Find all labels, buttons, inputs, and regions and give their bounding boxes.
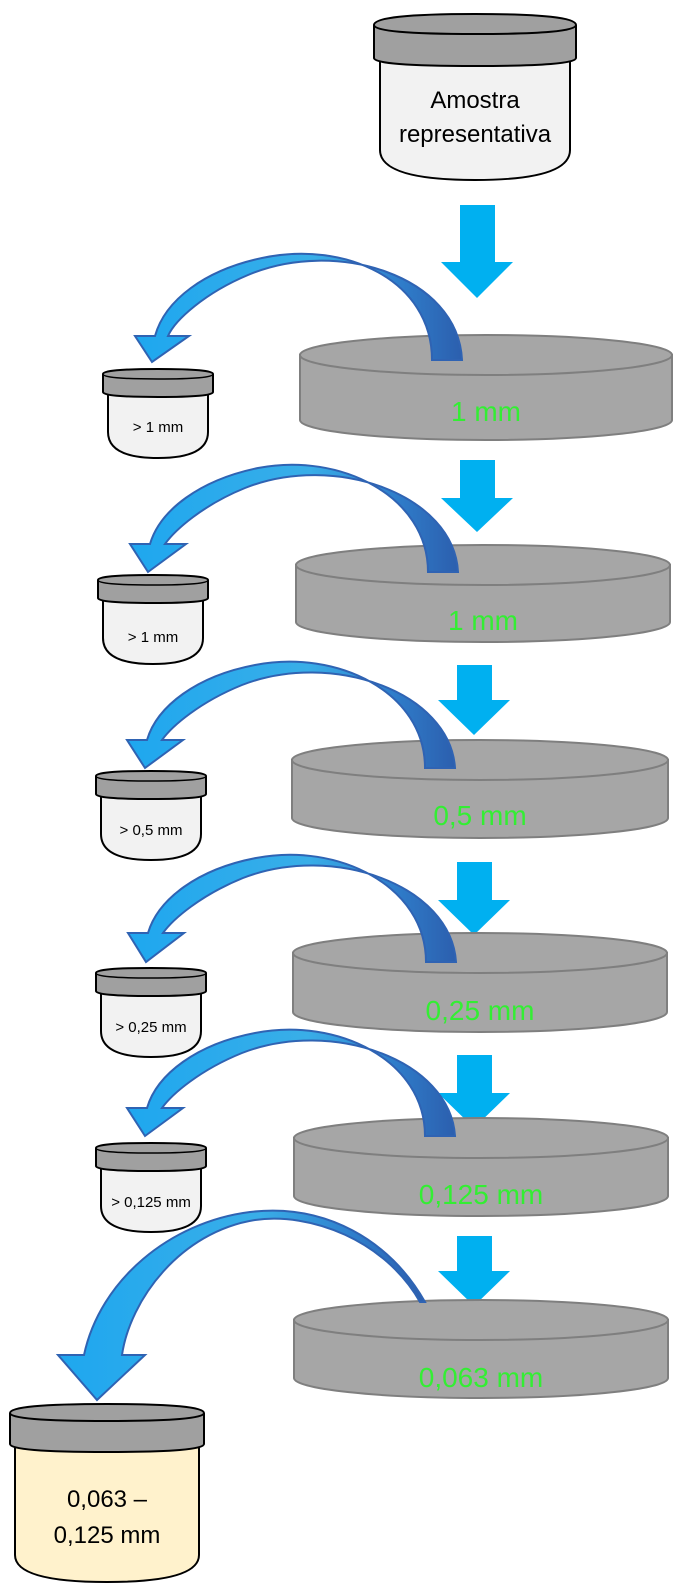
- sieve-step-3: 0,5 mm > 0,5 mm: [95, 660, 669, 935]
- final-jar-label-line2: 0,125 mm: [54, 1522, 161, 1549]
- retained-jar-1-label: > 1 mm: [133, 419, 183, 436]
- retained-jar-4: > 0,25 mm: [95, 966, 207, 1059]
- down-arrow-icon: [438, 665, 510, 735]
- sieve-step-5: 0,125 mm > 0,125 mm: [95, 1028, 669, 1306]
- sieve-3-label: 0,5 mm: [433, 800, 526, 831]
- retained-jar-5-label: > 0,125 mm: [111, 1194, 191, 1211]
- sieve-1: 1 mm: [299, 334, 673, 441]
- sieve-5-label: 0,125 mm: [419, 1179, 544, 1210]
- final-jar-label-line1: 0,063 –: [67, 1486, 148, 1513]
- sieve-2: 1 mm: [295, 544, 671, 643]
- sieve-6: 0,063 mm: [293, 1299, 669, 1399]
- sieve-step-1: 1 mm > 1 mm: [102, 252, 673, 532]
- down-arrow-icon: [438, 1055, 510, 1128]
- source-jar-label-line1: Amostra: [430, 87, 520, 114]
- sieve-4: 0,25 mm: [292, 932, 668, 1033]
- sieve-5: 0,125 mm: [293, 1117, 669, 1217]
- sieve-1-label: 1 mm: [451, 396, 521, 427]
- final-fraction-jar: 0,063 – 0,125 mm: [9, 1402, 205, 1584]
- curved-arrow-icon: [126, 853, 458, 964]
- retained-jar-5: > 0,125 mm: [95, 1141, 207, 1234]
- sieve-step-6: 0,063 mm: [55, 1209, 669, 1402]
- down-arrow-icon: [438, 862, 510, 935]
- down-arrow-icon: [438, 1236, 510, 1306]
- curved-arrow-icon: [125, 1028, 457, 1138]
- curved-arrow-icon: [133, 252, 464, 364]
- sieve-6-label: 0,063 mm: [419, 1362, 544, 1393]
- sieve-2-label: 1 mm: [448, 605, 518, 636]
- sieve-3: 0,5 mm: [291, 739, 669, 839]
- down-arrow-icon: [441, 205, 513, 298]
- curved-arrow-icon: [55, 1209, 427, 1402]
- curved-arrow-icon: [128, 463, 460, 574]
- down-arrow-icon: [441, 460, 513, 532]
- retained-jar-4-label: > 0,25 mm: [115, 1019, 186, 1036]
- curved-arrow-icon: [125, 660, 457, 770]
- source-jar-label-line2: representativa: [399, 121, 552, 148]
- sieve-4-label: 0,25 mm: [426, 995, 535, 1026]
- retained-jar-1: > 1 mm: [102, 367, 214, 460]
- retained-jar-2-label: > 1 mm: [128, 629, 178, 646]
- retained-jar-3-label: > 0,5 mm: [120, 822, 183, 839]
- source-sample-jar: Amostra representativa: [373, 12, 577, 182]
- sieve-step-4: 0,25 mm > 0,25 mm: [95, 853, 668, 1128]
- sieve-step-2: 1 mm > 1 mm: [97, 463, 671, 735]
- retained-jar-3: > 0,5 mm: [95, 769, 207, 862]
- retained-jar-2: > 1 mm: [97, 573, 209, 666]
